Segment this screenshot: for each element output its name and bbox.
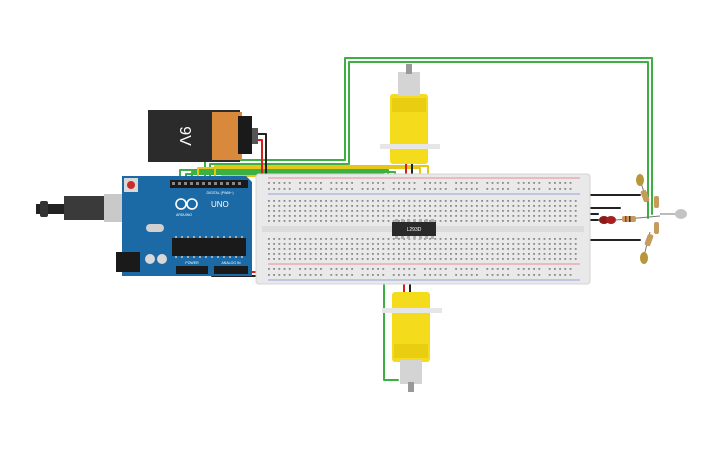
capacitor-2 bbox=[157, 254, 167, 264]
battery-terminal bbox=[252, 128, 258, 144]
battery-cap bbox=[212, 112, 242, 160]
arduino-digital-label: DIGITAL (PWM~) bbox=[206, 191, 233, 195]
photoresistor-icon[interactable] bbox=[640, 231, 654, 264]
resistor-icon[interactable] bbox=[615, 215, 661, 222]
motor-bottom-axle bbox=[382, 308, 442, 313]
motor-bottom-cap bbox=[400, 360, 422, 384]
led-icon[interactable] bbox=[599, 216, 616, 224]
led-icon[interactable] bbox=[660, 209, 687, 219]
breadboard-holes bbox=[268, 182, 577, 276]
header-power bbox=[176, 266, 208, 274]
motor-bottom-gearbox bbox=[394, 344, 428, 358]
motor-top-cap bbox=[398, 72, 420, 96]
header-digital-pins bbox=[172, 182, 241, 185]
atmega-chip bbox=[172, 238, 246, 256]
motor-top-axle bbox=[380, 144, 440, 149]
battery-label: 9V bbox=[176, 126, 193, 146]
sensor-cluster[interactable] bbox=[599, 174, 687, 264]
motor-top[interactable] bbox=[380, 64, 440, 164]
arduino-logo-right bbox=[186, 198, 198, 210]
battery-9v[interactable]: 9V bbox=[148, 110, 258, 162]
arduino-uno[interactable]: DIGITAL (PWM~) UNO ARDUINO POWER ANALOG … bbox=[36, 176, 252, 276]
capacitor-1 bbox=[145, 254, 155, 264]
chip-icon bbox=[392, 222, 436, 236]
motor-top-shaft bbox=[406, 64, 412, 74]
arduino-brand: UNO bbox=[211, 200, 229, 209]
resistor-icon[interactable] bbox=[654, 196, 659, 234]
dc-jack-icon bbox=[116, 252, 140, 272]
reset-button-cap[interactable] bbox=[127, 181, 135, 189]
photoresistor-icon[interactable] bbox=[636, 174, 650, 205]
arduino-power-label: POWER bbox=[185, 261, 199, 265]
arduino-logo-left bbox=[175, 198, 187, 210]
chip-label: L293D bbox=[407, 227, 422, 233]
usb-plug-end bbox=[40, 201, 48, 217]
arduino-maker: ARDUINO bbox=[176, 213, 192, 217]
chip-pins bbox=[395, 219, 434, 239]
arduino-analog-label: ANALOG IN bbox=[221, 261, 241, 265]
battery-terminal-block bbox=[238, 116, 252, 154]
motor-bottom-shaft bbox=[408, 382, 414, 392]
motor-top-gearbox bbox=[392, 98, 426, 112]
driver-chip[interactable]: L293D bbox=[392, 219, 436, 239]
crystal bbox=[146, 224, 164, 232]
motor-bottom[interactable] bbox=[382, 292, 442, 392]
atmega-pins bbox=[175, 236, 243, 258]
wire-green-top-loop-2[interactable] bbox=[209, 61, 649, 219]
usb-cable bbox=[36, 204, 64, 214]
header-analog bbox=[214, 266, 248, 274]
wire-green-top-loop[interactable] bbox=[204, 57, 653, 215]
